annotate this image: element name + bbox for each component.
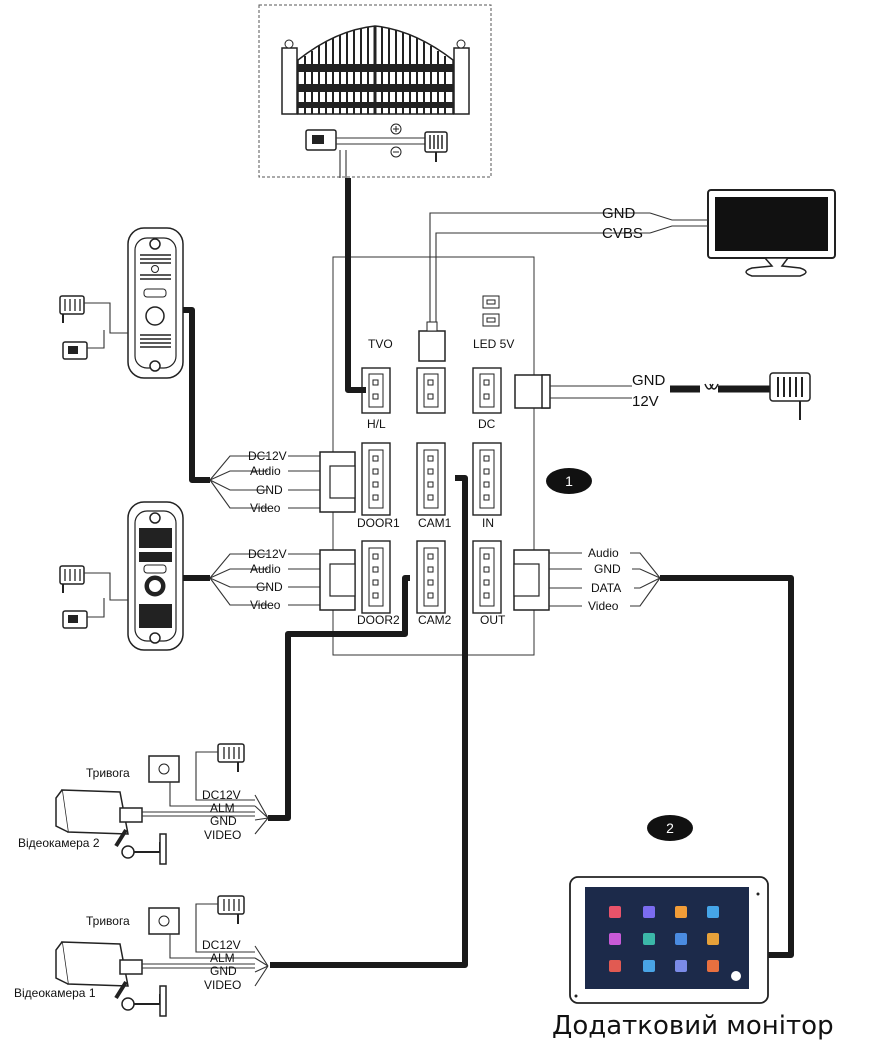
door1-wire-labels: DC12V Audio GND Video <box>248 449 287 515</box>
camera1-wire-gnd: GND <box>210 964 237 978</box>
out-wire-labels: Audio GND DATA Video <box>588 546 621 613</box>
power-gnd-label: GND <box>632 372 666 389</box>
door2-label: DOOR2 <box>357 613 400 627</box>
power-12v-label: 12V <box>632 393 659 410</box>
connector-cam1 <box>416 442 446 516</box>
door1-wire-dc12v: DC12V <box>248 449 287 463</box>
door2-wire-dc12v: DC12V <box>248 547 287 561</box>
camera2-name-label: Відеокамера 2 <box>18 836 100 850</box>
door2-wire-video: Video <box>250 598 281 612</box>
door2-wire-labels: DC12V Audio GND Video <box>248 547 287 612</box>
badge-2-label: 2 <box>666 820 674 836</box>
tvo-plug <box>418 321 446 362</box>
camera1-wire-alm: ALM <box>210 951 235 965</box>
door1-accessories <box>59 295 128 360</box>
door2-wire-audio: Audio <box>250 562 281 576</box>
badge-2: 2 <box>647 815 693 841</box>
door2-wire-gnd: GND <box>256 580 283 594</box>
connector-in <box>472 442 502 516</box>
extra-monitor-label: Додатковий монітор <box>552 1011 834 1041</box>
hl-label: H/L <box>367 417 386 431</box>
dc-label: DC <box>478 417 496 431</box>
monitor-app-icons <box>609 906 741 981</box>
camera1-wire-video: VIDEO <box>204 978 241 992</box>
camera-1 <box>55 895 269 1017</box>
camera2-labels: Тривога DC12V ALM GND VIDEO Відеокамера … <box>18 766 241 850</box>
out-wire-audio: Audio <box>588 546 619 560</box>
door-station-2 <box>127 501 184 651</box>
camera2-wire-gnd: GND <box>210 814 237 828</box>
connector-door2 <box>361 540 391 614</box>
camera1-wire-dc12v: DC12V <box>202 938 241 952</box>
camera2-alarm-label: Тривога <box>86 766 130 780</box>
door1-wire-video: Video <box>250 501 281 515</box>
badge-1-label: 1 <box>565 473 573 489</box>
connector-out <box>472 540 502 614</box>
camera1-alarm-label: Тривога <box>86 914 130 928</box>
camera1-name-label: Відеокамера 1 <box>14 986 96 1000</box>
gate-lock-unit <box>258 4 492 178</box>
camera-2 <box>55 743 269 865</box>
door2-accessories <box>59 565 128 629</box>
door1-wire-audio: Audio <box>250 464 281 478</box>
cam1-label: CAM1 <box>418 516 452 530</box>
tvo-label: TVO <box>368 337 393 351</box>
connector-dc <box>472 367 502 414</box>
connector-door1 <box>361 442 391 516</box>
connector-tvo <box>416 367 446 414</box>
connector-cam2 <box>416 540 446 614</box>
monitor-cvbs-label: CVBS <box>602 225 643 242</box>
door1-wire-gnd: GND <box>256 483 283 497</box>
extra-monitor-device <box>569 876 769 1004</box>
cvbs-monitor <box>707 189 836 277</box>
in-label: IN <box>482 516 494 530</box>
cam2-label: CAM2 <box>418 613 452 627</box>
led5v-jumper-icon <box>482 295 500 327</box>
camera2-wire-dc12v: DC12V <box>202 788 241 802</box>
camera1-labels: Тривога DC12V ALM GND VIDEO Відеокамера … <box>14 914 241 1000</box>
camera2-wire-video: VIDEO <box>204 828 241 842</box>
power-plug-icon <box>769 372 811 420</box>
door-station-1 <box>127 227 184 379</box>
out-wire-data: DATA <box>591 581 621 595</box>
out-wire-gnd: GND <box>594 562 621 576</box>
door1-label: DOOR1 <box>357 516 400 530</box>
monitor-gnd-label: GND <box>602 205 636 222</box>
out-label: OUT <box>480 613 506 627</box>
camera2-wire-alm: ALM <box>210 801 235 815</box>
badge-1: 1 <box>546 468 592 494</box>
led5v-label: LED 5V <box>473 337 514 351</box>
connector-hl <box>361 367 391 414</box>
out-wire-video: Video <box>588 599 619 613</box>
